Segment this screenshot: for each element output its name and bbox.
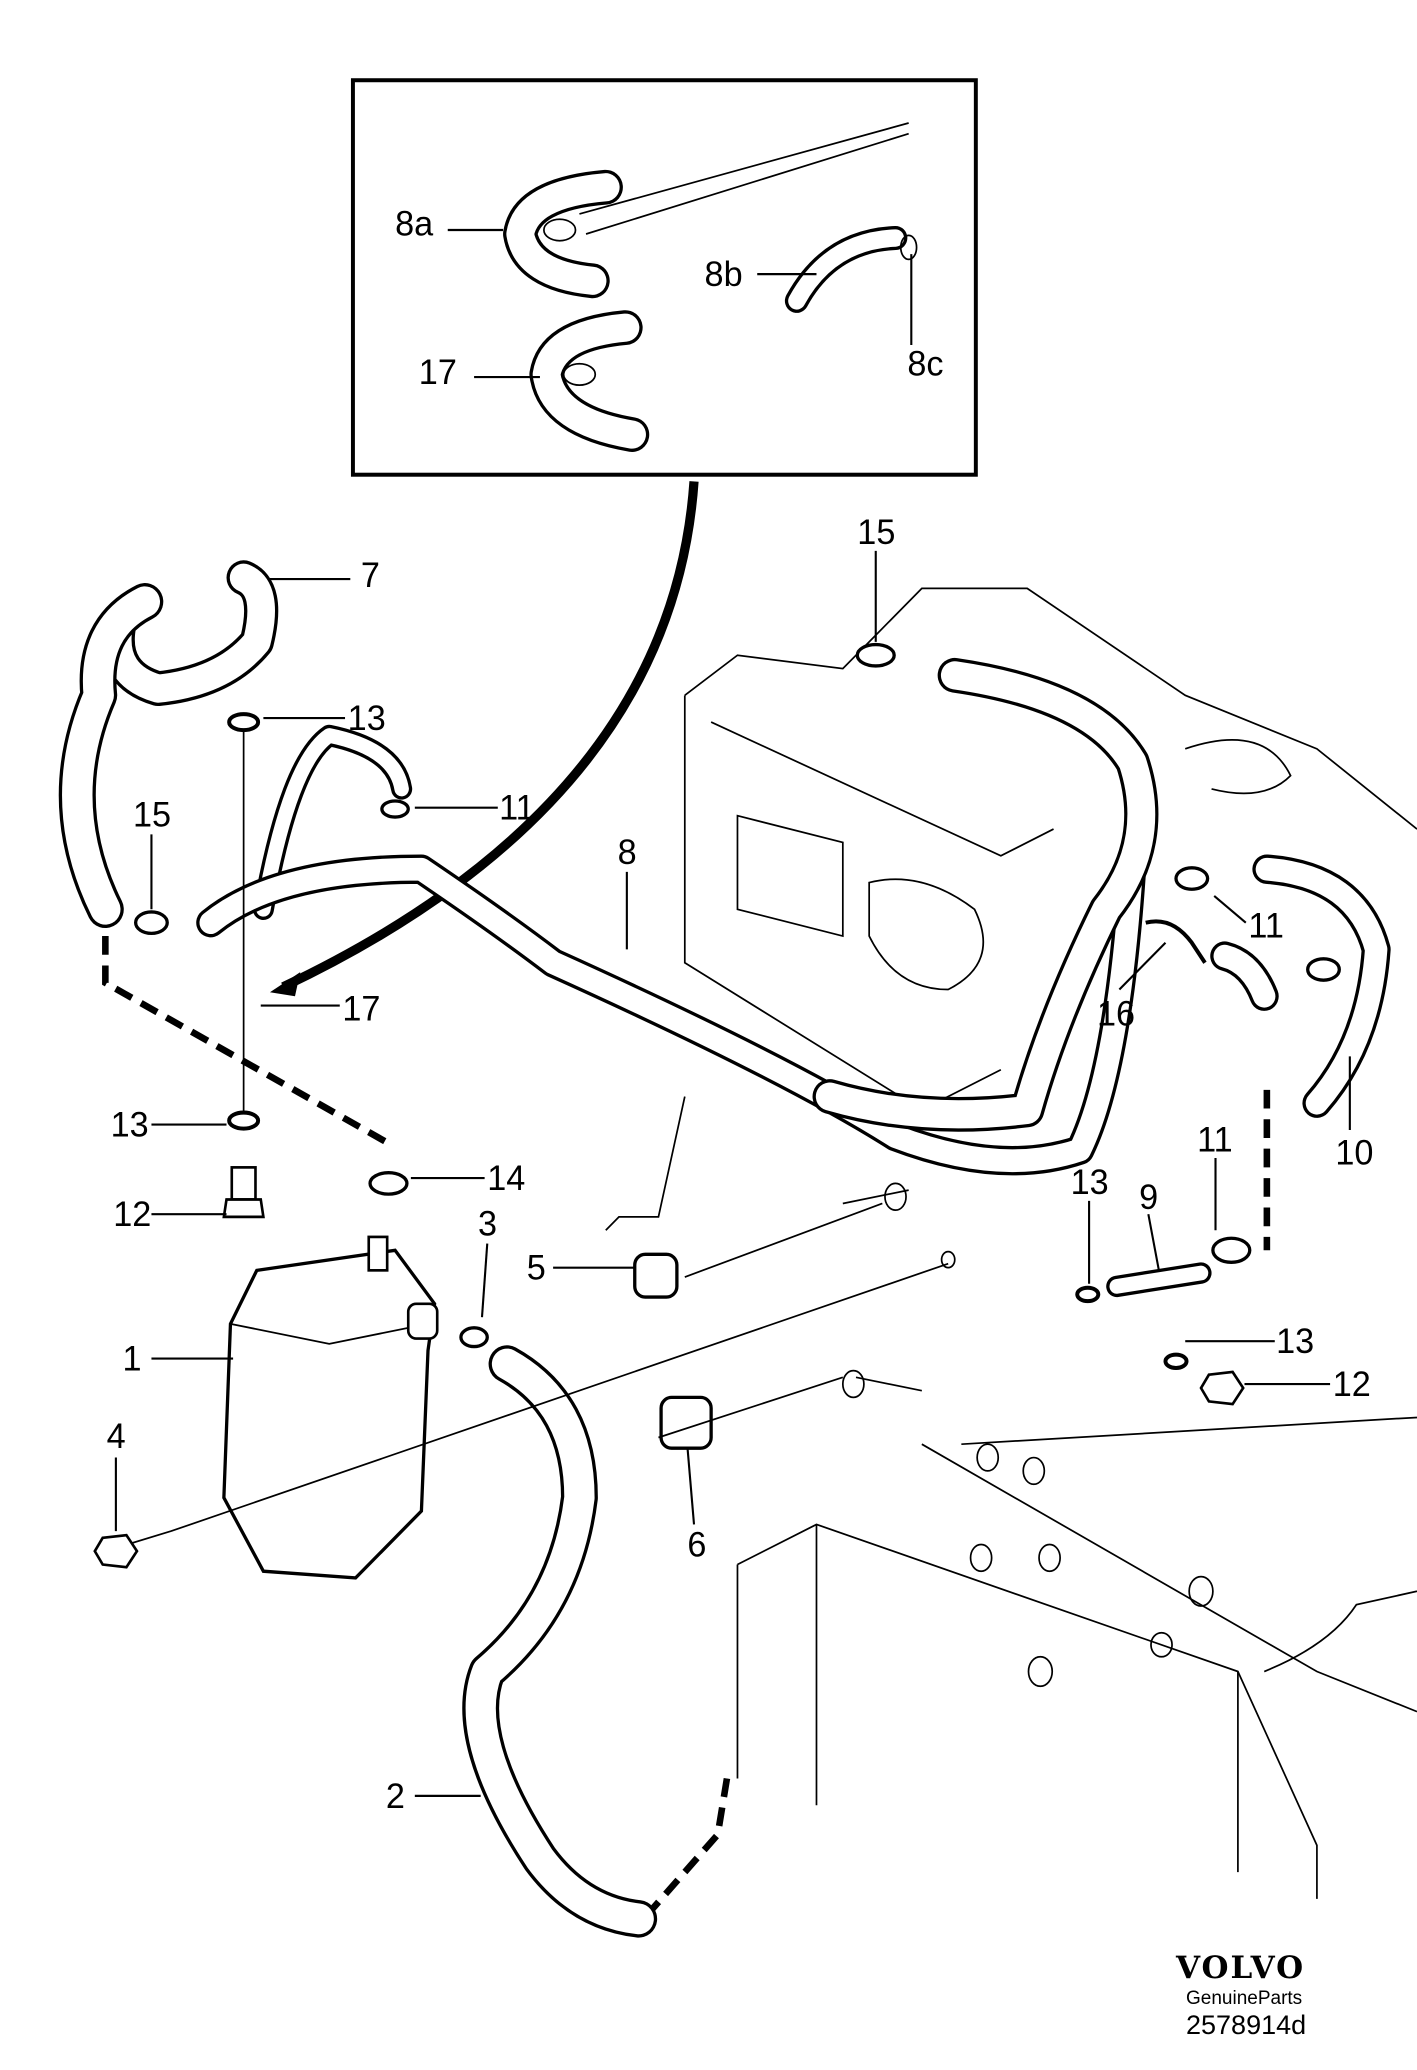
callout-11: 11 [499,789,535,827]
callout-1: 1 [122,1340,141,1378]
callout-17: 17 [342,990,380,1028]
hoses [58,560,1391,1938]
callout-11: 11 [1248,907,1284,945]
callout-13: 13 [1276,1323,1314,1361]
leader-lines [114,228,1351,1797]
inset-parts [503,122,918,452]
inset-label-17: 17 [419,354,457,392]
dashed-connections [102,936,1271,1912]
callout-7: 7 [361,557,380,595]
diagram-number: 2578914d [1186,2010,1307,2040]
callout-13: 13 [348,700,386,738]
callout-3: 3 [478,1205,497,1243]
inset-pointer-arrow [281,481,699,992]
brand-block: VOLVO GenuineParts 2578914d [1176,1950,1376,2041]
callout-16: 16 [1097,995,1135,1033]
brand-subtitle: GenuineParts [1186,1988,1303,2009]
callout-14: 14 [487,1160,525,1198]
inset-label-8b: 8b [705,256,743,294]
callout-12: 12 [1333,1366,1371,1404]
small-parts [93,642,1341,1569]
callout-15: 15 [133,796,171,834]
engine-block-outline [605,587,1417,1899]
callout-6: 6 [687,1526,706,1564]
callout-8: 8 [618,834,637,872]
inset-box [350,78,978,477]
callout-13: 13 [1071,1164,1109,1202]
callout-15: 15 [857,514,895,552]
callout-13: 13 [111,1106,149,1144]
callout-4: 4 [107,1418,126,1456]
inset-label-8c: 8c [907,346,943,384]
callout-5: 5 [527,1249,546,1287]
inset-label-8a: 8a [395,205,434,243]
callout-10: 10 [1335,1134,1373,1172]
volvo-logo: VOLVO [1176,1950,1306,1986]
callout-12: 12 [113,1196,151,1234]
callout-11: 11 [1197,1121,1233,1159]
oil-trap-tank [222,1235,439,1580]
callout-9: 9 [1139,1179,1158,1217]
arrow-head-icon [269,972,301,997]
callout-2: 2 [386,1778,405,1816]
